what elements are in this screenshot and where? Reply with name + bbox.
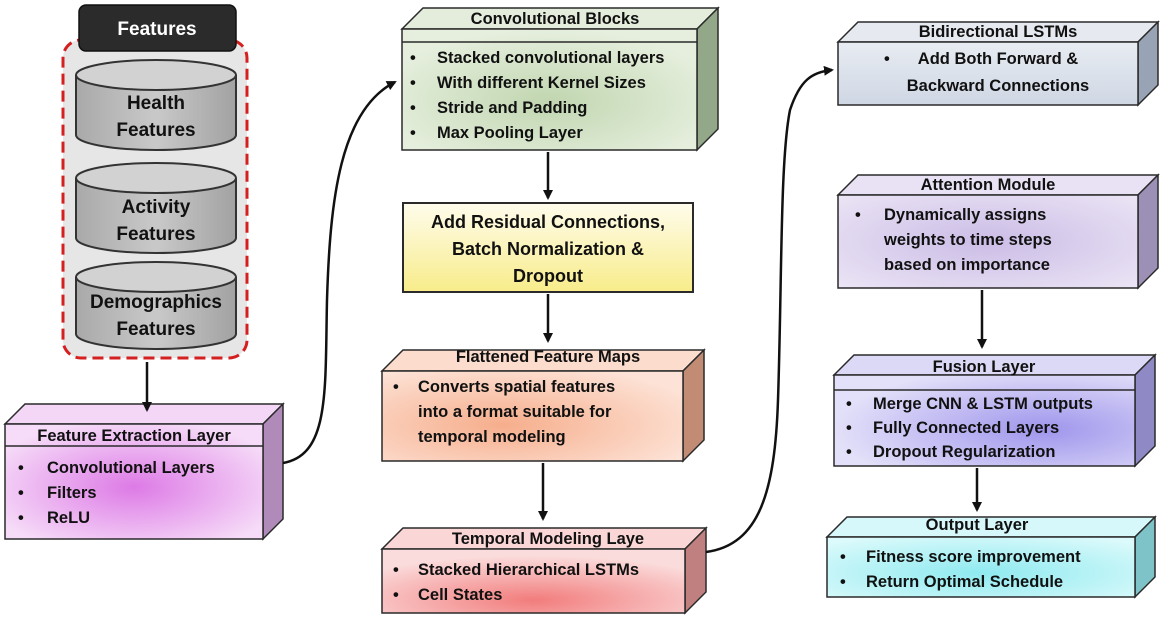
output-layer-block: Output Layer • Fitness score improvement… xyxy=(825,515,1157,599)
output-item-2: Return Optimal Schedule xyxy=(866,573,1063,591)
feature-extraction-bullet-3: • xyxy=(18,509,24,527)
bilstm-line-1: Add Both Forward & xyxy=(918,50,1078,68)
fusion-bullet-1: • xyxy=(846,395,852,413)
temporal-item-2: Cell States xyxy=(418,586,502,604)
output-item-1: Fitness score improvement xyxy=(866,548,1081,566)
bidirectional-lstms-block: Bidirectional LSTMs • Add Both Forward &… xyxy=(836,20,1160,107)
residual-line-1: Add Residual Connections, xyxy=(431,212,665,232)
temporal-bullet-2: • xyxy=(393,586,399,604)
attention-line-1: Dynamically assigns xyxy=(884,206,1046,224)
flattened-title: Flattened Feature Maps xyxy=(456,348,640,366)
activity-features-line-2: Features xyxy=(116,224,195,245)
attention-title: Attention Module xyxy=(921,176,1056,194)
convolutional-blocks-block: Convolutional Blocks • Stacked convoluti… xyxy=(400,6,720,152)
feature-extraction-item-2: Filters xyxy=(47,484,97,502)
health-features-line-1: Health xyxy=(127,93,185,114)
flattened-line-3: temporal modeling xyxy=(418,428,566,446)
fusion-bullet-3: • xyxy=(846,443,852,461)
flattened-feature-maps-block: Flattened Feature Maps • Converts spatia… xyxy=(380,348,706,463)
attention-line-2: weights to time steps xyxy=(883,231,1052,249)
conv-item-1: Stacked convolutional layers xyxy=(437,49,664,67)
output-bullet-2: • xyxy=(840,573,846,591)
features-panel: Features Health Features Activity Featur… xyxy=(61,4,249,360)
conv-bullet-1: • xyxy=(410,49,416,67)
arrow-extraction-to-conv xyxy=(282,80,397,465)
connectors xyxy=(142,65,987,554)
health-features-line-2: Features xyxy=(116,120,195,141)
conv-item-4: Max Pooling Layer xyxy=(437,124,583,142)
output-bullet-1: • xyxy=(840,548,846,566)
flattened-line-1: Converts spatial features xyxy=(418,378,615,396)
temporal-title: Temporal Modeling Laye xyxy=(452,530,644,548)
attention-module-block: Attention Module • Dynamically assigns w… xyxy=(836,173,1160,290)
output-title: Output Layer xyxy=(926,516,1029,534)
feature-extraction-block: Feature Extraction Layer • Convolutional… xyxy=(3,402,285,541)
conv-bullet-4: • xyxy=(410,124,416,142)
activity-features-cylinder: Activity Features xyxy=(75,162,237,254)
fusion-item-2: Fully Connected Layers xyxy=(873,419,1059,437)
bilstm-line-2: Backward Connections xyxy=(907,77,1089,95)
conv-bullet-2: • xyxy=(410,74,416,92)
flattened-line-2: into a format suitable for xyxy=(418,403,612,421)
residual-line-2: Batch Normalization & xyxy=(452,239,644,259)
fusion-bullet-2: • xyxy=(846,419,852,437)
fusion-title: Fusion Layer xyxy=(933,358,1036,376)
fusion-item-3: Dropout Regularization xyxy=(873,443,1055,461)
health-features-cylinder: Health Features xyxy=(75,59,237,151)
activity-features-line-1: Activity xyxy=(122,197,191,218)
residual-block: Add Residual Connections, Batch Normaliz… xyxy=(402,202,694,293)
conv-bullet-3: • xyxy=(410,99,416,117)
attention-bullet: • xyxy=(855,206,861,224)
conv-item-3: Stride and Padding xyxy=(437,99,587,117)
bilstm-bullet: • xyxy=(884,50,890,68)
bilstm-title: Bidirectional LSTMs xyxy=(919,23,1078,41)
conv-item-2: With different Kernel Sizes xyxy=(437,74,646,92)
feature-extraction-item-3: ReLU xyxy=(47,509,90,527)
demographics-features-cylinder: Demographics Features xyxy=(75,261,237,350)
features-title-pill xyxy=(78,4,237,52)
temporal-bullet-1: • xyxy=(393,561,399,579)
demographics-features-line-2: Features xyxy=(116,319,195,340)
feature-extraction-bullet-1: • xyxy=(18,459,24,477)
temporal-modeling-block: Temporal Modeling Laye • Stacked Hierarc… xyxy=(380,526,708,615)
feature-extraction-bullet-2: • xyxy=(18,484,24,502)
fusion-layer-block: Fusion Layer • Merge CNN & LSTM outputs … xyxy=(832,353,1157,468)
attention-line-3: based on importance xyxy=(884,256,1050,274)
fusion-item-1: Merge CNN & LSTM outputs xyxy=(873,395,1093,413)
convolutional-blocks-title: Convolutional Blocks xyxy=(471,10,640,28)
features-title: Features xyxy=(117,19,196,40)
feature-extraction-item-1: Convolutional Layers xyxy=(47,459,215,477)
demographics-features-line-1: Demographics xyxy=(90,292,222,313)
temporal-item-1: Stacked Hierarchical LSTMs xyxy=(418,561,639,579)
feature-extraction-title: Feature Extraction Layer xyxy=(37,427,231,445)
arrow-temporal-to-bilstm xyxy=(705,65,834,554)
residual-line-3: Dropout xyxy=(513,266,583,286)
flattened-bullet: • xyxy=(393,378,399,396)
